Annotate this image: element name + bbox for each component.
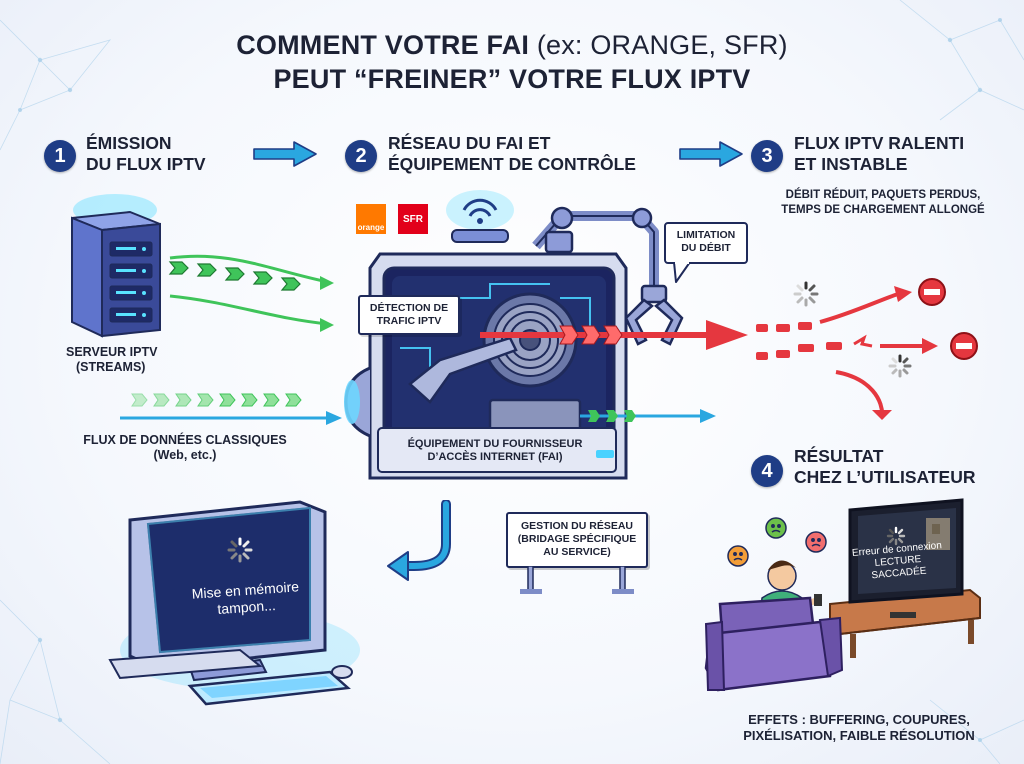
throttle-bubble: LIMITATION DU DÉBIT xyxy=(664,222,748,264)
step-2-line1: RÉSEAU DU FAI ET xyxy=(388,133,551,153)
classic-flow-line2: (Web, etc.) xyxy=(153,448,217,462)
title-line1: COMMENT VOTRE FAI xyxy=(236,30,530,60)
isp-equipment-label: ÉQUIPEMENT DU FOURNISSEUR D’ACCÈS INTERN… xyxy=(380,438,610,464)
orange-logo-text: orange xyxy=(357,223,385,232)
effects-description: EFFETS : BUFFERING, COUPURES, PIXÉLISATI… xyxy=(728,712,990,744)
living-room-scene xyxy=(704,498,981,692)
iptv-packet-stream xyxy=(168,254,334,332)
step-3-badge: 3 xyxy=(751,140,783,172)
step-4-badge: 4 xyxy=(751,455,783,487)
management-line1: GESTION DU RÉSEAU xyxy=(520,520,633,532)
main-title-line2: PEUT “FREINER” VOTRE FLUX IPTV xyxy=(273,64,751,94)
step-2-badge: 2 xyxy=(345,140,377,172)
main-title: COMMENT VOTRE FAI (ex: ORANGE, SFR) xyxy=(112,30,912,61)
server-label: SERVEUR IPTV (STREAMS) xyxy=(66,345,157,375)
user-computer xyxy=(108,500,360,706)
network-management-sign: GESTION DU RÉSEAU (BRIDAGE SPÉCIFIQUE AU… xyxy=(506,512,648,568)
isp-label-line1: ÉQUIPEMENT DU FOURNISSEUR xyxy=(407,438,583,450)
step-1-line1: ÉMISSION xyxy=(86,133,172,153)
detection-line1: DÉTECTION DE xyxy=(369,302,449,314)
emoji-icon xyxy=(727,517,827,567)
broken-stream-area xyxy=(756,278,978,420)
stop-sign-icon xyxy=(918,278,978,360)
slow-flow-description: DÉBIT RÉDUIT, PAQUETS PERDUS, TEMPS DE C… xyxy=(776,188,990,218)
step-1-line2: DU FLUX IPTV xyxy=(86,154,206,174)
orange-logo: orange xyxy=(356,204,386,234)
spinner-icon xyxy=(227,537,253,563)
step-3-line2: ET INSTABLE xyxy=(794,154,908,174)
step-arrow-2-3 xyxy=(679,141,743,167)
step-2-label: RÉSEAU DU FAI ET ÉQUIPEMENT DE CONTRÔLE xyxy=(388,133,636,175)
throttle-bubble-tail xyxy=(673,262,691,283)
classic-flow-exit-arrow xyxy=(580,409,716,423)
management-line3: AU SERVICE) xyxy=(543,546,611,558)
step-4-line2: CHEZ L’UTILISATEUR xyxy=(794,467,976,487)
step-1-badge: 1 xyxy=(44,140,76,172)
throttled-iptv-stream xyxy=(480,320,748,350)
wifi-icon xyxy=(446,190,514,243)
classic-flow-line1: FLUX DE DONNÉES CLASSIQUES xyxy=(83,433,287,447)
classic-flow-arrow xyxy=(120,393,342,425)
classic-flow-label: FLUX DE DONNÉES CLASSIQUES (Web, etc.) xyxy=(70,433,300,463)
sfr-logo: SFR xyxy=(398,204,428,234)
slow-desc-line1: DÉBIT RÉDUIT, PAQUETS PERDUS, xyxy=(785,189,981,201)
step-4-label: RÉSULTAT CHEZ L’UTILISATEUR xyxy=(794,446,975,488)
server-icon xyxy=(71,194,161,338)
throttle-line2: DU DÉBIT xyxy=(681,242,731,254)
sfr-logo-text: SFR xyxy=(403,213,423,225)
to-user-arrow xyxy=(387,500,451,581)
step-3-line1: FLUX IPTV RALENTI xyxy=(794,133,965,153)
step-1-label: ÉMISSION DU FLUX IPTV xyxy=(86,133,206,175)
detection-tag: DÉTECTION DE TRAFIC IPTV xyxy=(358,295,460,335)
server-label-line1: SERVEUR IPTV xyxy=(66,345,158,359)
server-label-line2: (STREAMS) xyxy=(76,360,146,374)
spinner-icon xyxy=(793,281,912,378)
step-3-label: FLUX IPTV RALENTI ET INSTABLE xyxy=(794,133,964,175)
detection-line2: TRAFIC IPTV xyxy=(376,315,442,327)
gear-icon xyxy=(482,292,578,388)
sign-posts xyxy=(520,566,634,594)
step-2-line2: ÉQUIPEMENT DE CONTRÔLE xyxy=(388,154,636,174)
step-arrow-1-2 xyxy=(253,141,317,167)
effects-line1: EFFETS : BUFFERING, COUPURES, xyxy=(748,712,970,727)
step-4-line1: RÉSULTAT xyxy=(794,446,884,466)
throttle-line1: LIMITATION xyxy=(676,229,736,241)
effects-line2: PIXÉLISATION, FAIBLE RÉSOLUTION xyxy=(743,728,975,743)
title-brands: (ex: ORANGE, SFR) xyxy=(536,30,788,60)
isp-label-line2: D’ACCÈS INTERNET (FAI) xyxy=(427,451,563,463)
slow-desc-line2: TEMPS DE CHARGEMENT ALLONGÉ xyxy=(781,204,985,216)
management-line2: (BRIDAGE SPÉCIFIQUE xyxy=(517,533,637,545)
